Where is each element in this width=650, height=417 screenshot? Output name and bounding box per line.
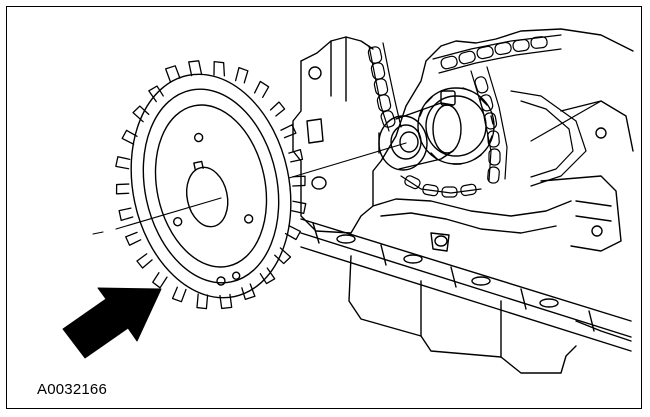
figure-id-label: A0032166 [37, 381, 108, 398]
exploded-view-illustration [62, 28, 634, 374]
trigger-wheel [115, 60, 307, 310]
crankshaft-sprocket [417, 87, 495, 165]
alignment-axis [92, 142, 407, 235]
crankshaft-nose [378, 102, 462, 171]
engine-block [292, 28, 634, 374]
illustration-frame: A0032166 [6, 6, 642, 409]
arrow-icon [62, 287, 162, 359]
